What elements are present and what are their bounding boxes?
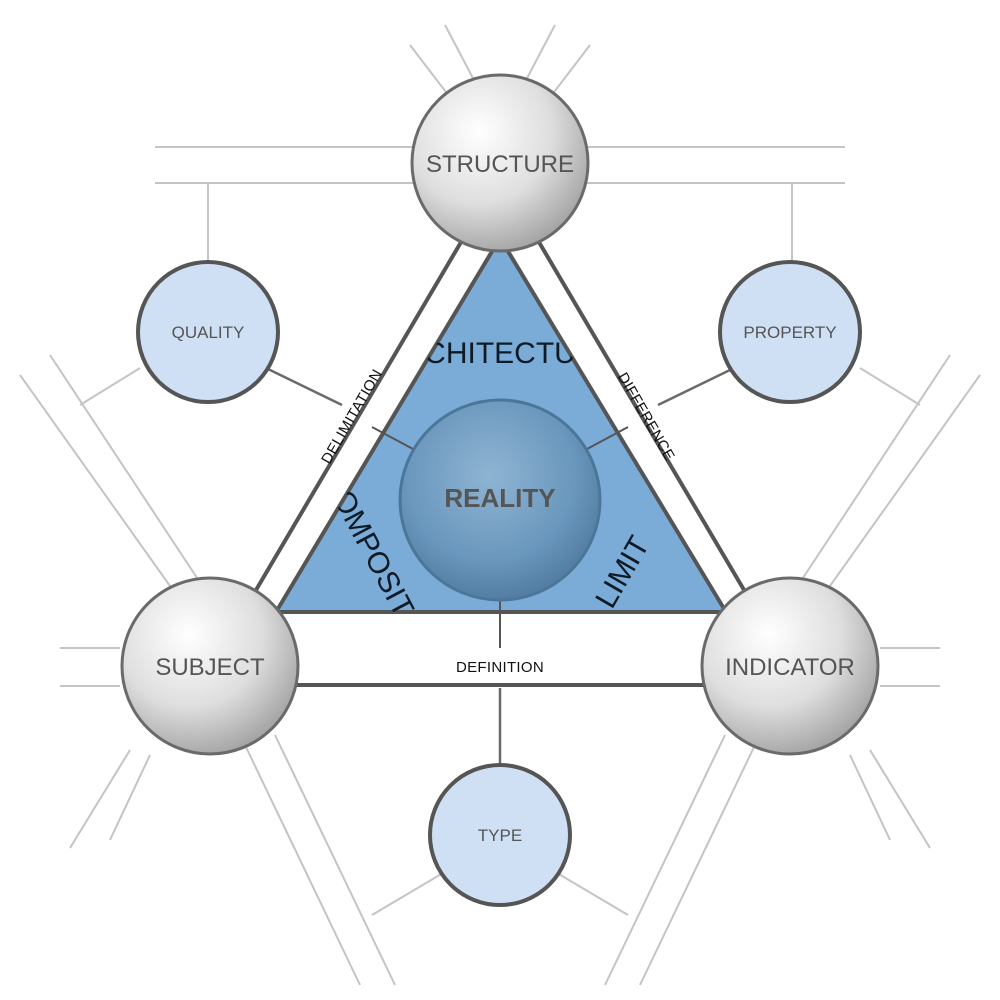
satellite-property[interactable]: PROPERTY	[718, 260, 862, 404]
vertex-indicator-label: INDICATOR	[725, 654, 855, 681]
satellite-connectors	[267, 367, 733, 765]
vertex-subject[interactable]: SUBJECT	[120, 576, 300, 756]
vertex-indicator[interactable]: INDICATOR	[700, 576, 880, 756]
vertex-structure-label: STRUCTURE	[426, 151, 574, 178]
center-spokes	[371, 426, 629, 648]
vertex-structure[interactable]: STRUCTURE	[410, 73, 590, 253]
vertex-subject-label: SUBJECT	[155, 654, 265, 681]
satellite-type[interactable]: TYPE	[428, 763, 572, 907]
satellite-quality[interactable]: QUALITY	[136, 260, 280, 404]
background-connectors	[19, 24, 981, 986]
center-sphere[interactable]	[398, 398, 602, 602]
satellite-property-label: PROPERTY	[743, 323, 836, 342]
satellite-type-label: TYPE	[478, 826, 522, 845]
satellite-quality-label: QUALITY	[172, 323, 245, 342]
center-label: REALITY	[444, 483, 555, 513]
edge-definition-label: DEFINITION	[456, 659, 544, 676]
